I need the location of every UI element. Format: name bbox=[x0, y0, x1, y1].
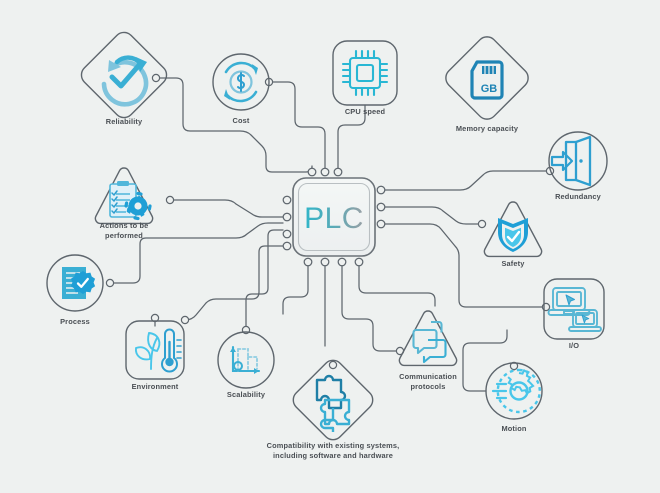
reliability-check-arrow-icon bbox=[101, 55, 149, 107]
joint-actions bbox=[165, 195, 175, 205]
chip-pins bbox=[282, 167, 386, 267]
connector-scalability-left bbox=[245, 229, 284, 331]
connector-lines bbox=[109, 77, 551, 392]
node-scalability[interactable] bbox=[217, 331, 275, 389]
node-reliability[interactable] bbox=[77, 28, 170, 121]
connector-cpu bbox=[337, 104, 366, 169]
open-door-arrow-icon bbox=[550, 135, 592, 187]
puzzle-pieces-icon bbox=[315, 374, 351, 432]
joint-compatibility bbox=[328, 360, 338, 370]
node-cost[interactable] bbox=[212, 53, 270, 111]
node-motion[interactable] bbox=[485, 362, 543, 420]
joint-safety bbox=[477, 219, 487, 229]
joint-process bbox=[105, 278, 115, 288]
compatibility-diamond-frame bbox=[292, 359, 374, 441]
step-chart-icon bbox=[230, 345, 261, 374]
node-environment[interactable] bbox=[125, 320, 185, 380]
io-squircle-frame bbox=[543, 278, 605, 340]
node-memory-capacity[interactable]: GB bbox=[442, 33, 533, 124]
communication-triangle-frame bbox=[398, 310, 458, 367]
speech-bubbles-icon bbox=[412, 320, 447, 364]
connector-redundancy bbox=[384, 170, 551, 191]
connector-reliability bbox=[155, 77, 313, 173]
node-actions-to-be-performed[interactable] bbox=[94, 167, 154, 225]
connector-communication bbox=[341, 265, 401, 352]
node-cpu-speed[interactable] bbox=[332, 40, 398, 106]
node-communication-protocols[interactable] bbox=[398, 310, 458, 367]
document-check-icon bbox=[62, 267, 96, 299]
cost-circle-frame bbox=[212, 53, 270, 111]
clipboard-gear-icon bbox=[109, 181, 152, 221]
connector-cost bbox=[268, 81, 326, 169]
process-circle-frame bbox=[46, 254, 104, 312]
connector-safety bbox=[384, 206, 483, 225]
motion-circle-frame bbox=[485, 362, 543, 420]
monitor-cursor-icon bbox=[547, 287, 602, 332]
connector-environment bbox=[184, 245, 284, 321]
joint-reliability bbox=[151, 73, 161, 83]
scalability-circle-frame bbox=[217, 331, 275, 389]
redundancy-circle-frame bbox=[548, 131, 608, 191]
cpu-squircle-frame bbox=[332, 40, 398, 106]
node-compatibility[interactable] bbox=[289, 356, 377, 444]
plc-chip[interactable]: PLC bbox=[282, 167, 386, 267]
connector-actions bbox=[169, 199, 284, 218]
gear-motion-icon bbox=[491, 368, 541, 414]
node-redundancy[interactable] bbox=[548, 131, 608, 191]
safety-triangle-frame bbox=[483, 201, 543, 258]
dollar-circular-arrows-icon bbox=[224, 61, 258, 103]
node-process[interactable] bbox=[46, 254, 104, 312]
chip-inner-outline bbox=[297, 182, 371, 252]
memory-diamond-frame bbox=[445, 36, 529, 120]
actions-triangle-frame bbox=[94, 167, 154, 225]
joint-environment bbox=[180, 315, 190, 325]
shield-check-icon bbox=[498, 218, 528, 252]
connector-motion bbox=[462, 329, 508, 392]
plc-chip-text: PLC bbox=[304, 202, 364, 235]
reliability-diamond-frame bbox=[80, 31, 168, 119]
memory-card-gb-icon: GB bbox=[470, 60, 504, 100]
svg-text:GB: GB bbox=[481, 83, 498, 95]
environment-squircle-frame bbox=[125, 320, 185, 380]
node-safety[interactable] bbox=[483, 201, 543, 258]
connector-bottom-right bbox=[358, 265, 436, 307]
node-io[interactable] bbox=[543, 278, 605, 340]
connector-joints bbox=[105, 73, 555, 371]
leaf-thermometer-icon bbox=[135, 328, 182, 373]
cpu-chip-icon bbox=[341, 49, 389, 97]
chip-outer-body bbox=[292, 177, 376, 257]
connector-io bbox=[384, 223, 547, 308]
connector-bottom-left bbox=[282, 265, 309, 315]
